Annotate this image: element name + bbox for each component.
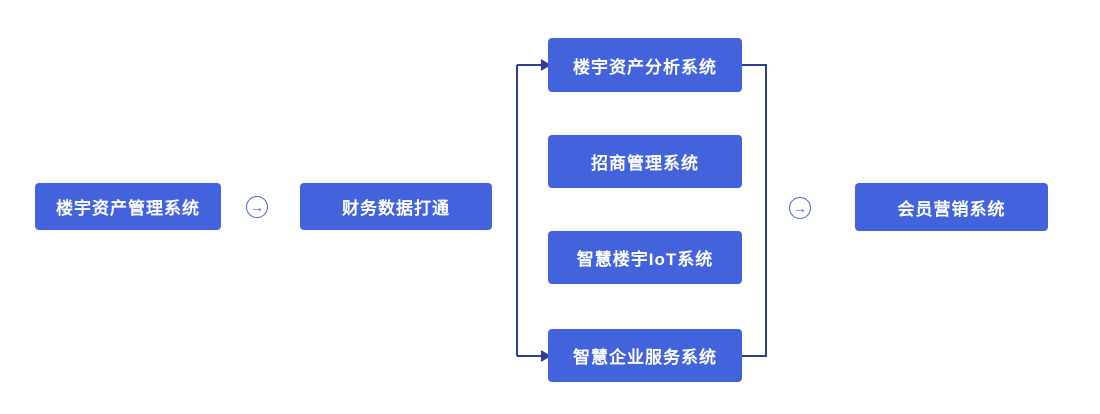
flow-node-branch-iot: 智慧楼宇IoT系统 — [548, 231, 742, 284]
flow-node-hub: 财务数据打通 — [300, 183, 492, 230]
flow-node-branch-investment: 招商管理系统 — [548, 135, 742, 188]
flow-node-target: 会员营销系统 — [855, 183, 1048, 231]
flow-node-branch-enterprise-service: 智慧企业服务系统 — [548, 329, 742, 382]
bottom-arrowhead-icon — [541, 350, 551, 362]
flow-node-source: 楼宇资产管理系统 — [35, 183, 221, 230]
top-arrowhead-icon — [541, 59, 551, 71]
arrow-circle-icon-left: → — [246, 196, 268, 218]
flow-node-branch-analysis: 楼宇资产分析系统 — [548, 38, 742, 92]
arrow-circle-icon-right: → — [789, 197, 811, 219]
right-bracket-line — [742, 64, 767, 357]
